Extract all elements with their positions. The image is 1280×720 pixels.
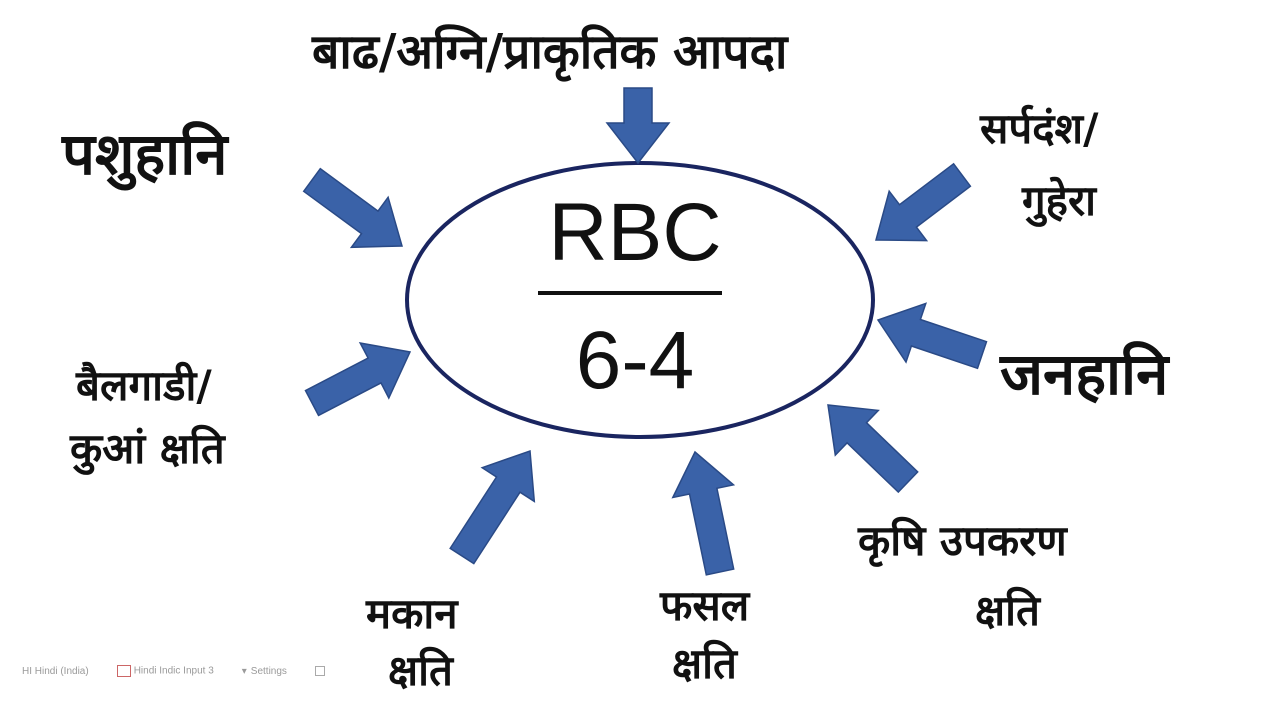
input-method[interactable]: Hindi Indic Input 3 <box>116 665 214 677</box>
label-bailgadi-line1: बैलगाडी/ <box>76 361 212 410</box>
arrow-from-pashuhani <box>302 167 403 249</box>
label-janhani: जनहानि <box>1000 340 1169 408</box>
center-title: RBC <box>548 187 722 278</box>
arrow-from-disaster <box>605 87 671 165</box>
center-subtitle: 6-4 <box>575 315 695 406</box>
arrow-from-fasal <box>671 450 736 576</box>
language-indicator[interactable]: HI Hindi (India) <box>22 665 89 677</box>
language-bar: HI Hindi (India) Hindi Indic Input 3 ▾Se… <box>0 660 325 682</box>
label-fasal-line1: फसल <box>660 581 750 630</box>
label-krishi-line2: क्षति <box>975 586 1040 635</box>
input-method-label: Hindi Indic Input 3 <box>133 665 214 677</box>
label-disaster: बाढ/अग्नि/प्राकृतिक आपदा <box>312 24 788 80</box>
dropdown-icon: ▾ <box>241 665 247 677</box>
settings-label: Settings <box>250 665 287 677</box>
arrow-from-krishi <box>827 404 919 494</box>
label-sarpdansh-line1: सर्पदंश/ <box>980 104 1099 153</box>
label-fasal-line2: क्षति <box>672 639 737 688</box>
keyboard-icon <box>116 665 131 677</box>
label-makan-line1: मकान <box>366 589 458 638</box>
settings-menu[interactable]: ▾Settings <box>242 666 287 677</box>
arrow-from-makan <box>449 449 536 565</box>
restore-icon[interactable] <box>314 666 325 676</box>
arrow-from-sarpdansh <box>875 162 972 242</box>
label-bailgadi-line2: कुआं क्षति <box>70 424 225 473</box>
arrow-group <box>302 87 988 576</box>
arrow-from-bailgadi <box>304 341 412 417</box>
arrow-from-janhani <box>876 302 988 370</box>
label-pashuhani: पशुहानि <box>62 120 228 188</box>
label-krishi-line1: कृषि उपकरण <box>858 516 1067 565</box>
label-makan-line2: क्षति <box>388 646 453 695</box>
center-ellipse <box>405 161 875 439</box>
label-sarpdansh-line2: गुहेरा <box>1022 176 1097 225</box>
